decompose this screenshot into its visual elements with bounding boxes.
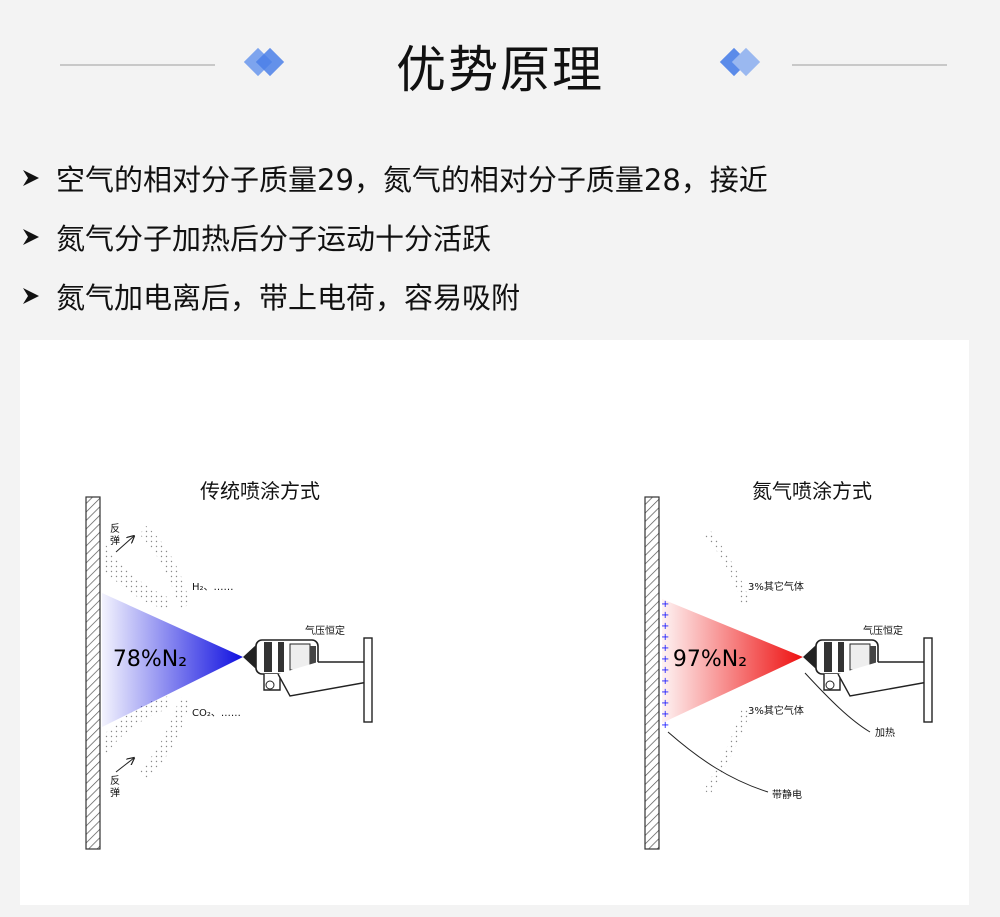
nitrogen-spray-diagram: 氮气喷涂方式 97%N₂ ++++++++++++ 3%其它气体 3%其它气体 <box>644 479 933 850</box>
right-overspray-bottom <box>704 708 750 795</box>
arrowhead-bullet-icon <box>23 228 39 245</box>
bullet-list: 空气的相对分子质量29，氮气的相对分子质量28，接近 氮气分子加热后分子运动十分… <box>20 148 768 325</box>
rebound-top-label-2: 弹 <box>110 534 120 547</box>
plus-charge-icon: + <box>661 665 669 676</box>
bullet-item: 空气的相对分子质量29，氮气的相对分子质量28，接近 <box>20 148 768 207</box>
right-wall <box>644 496 660 850</box>
header-left-line <box>60 64 215 66</box>
diamond-decoration-right <box>719 47 761 77</box>
bullet-item: 氮气分子加热后分子运动十分活跃 <box>20 207 768 266</box>
traditional-diagram-title: 传统喷涂方式 <box>200 479 320 503</box>
static-leader-line <box>667 731 769 793</box>
nitrogen-spray-gun-icon <box>803 637 933 723</box>
heating-leader-line <box>804 672 871 733</box>
static-charge-markers: ++++++++++++ <box>661 599 669 731</box>
static-charge-label: 带静电 <box>772 788 802 801</box>
right-overspray-top <box>704 530 750 606</box>
left-wall <box>85 496 101 850</box>
co2-gas-label: CO₂、…… <box>192 708 241 719</box>
bullet-text: 空气的相对分子质量29，氮气的相对分子质量28，接近 <box>56 162 768 197</box>
arrowhead-bullet-icon <box>23 169 39 186</box>
nitrogen-diagram-title: 氮气喷涂方式 <box>752 479 872 503</box>
left-overspray-bottom-outer <box>140 697 190 780</box>
red-spray-cone <box>662 599 803 723</box>
pressure-label-right: 气压恒定 <box>863 624 903 637</box>
plus-charge-icon: + <box>661 632 669 643</box>
spray-comparison-diagram: 传统喷涂方式 78%N₂ 反 弹 反 弹 H₂、…… CO₂、…… <box>85 479 933 850</box>
left-overspray-top-outer <box>140 525 190 608</box>
plus-charge-icon: + <box>661 720 669 731</box>
plus-charge-icon: + <box>661 709 669 720</box>
header-right-line <box>792 64 947 66</box>
plus-charge-icon: + <box>661 654 669 665</box>
nitrogen-spray-label: 97%N₂ <box>673 647 747 672</box>
pressure-label-left: 气压恒定 <box>305 624 345 637</box>
rebound-bottom-label: 反 <box>110 775 120 787</box>
arrowhead-bullet-icon <box>23 287 39 304</box>
bullet-item: 氮气加电离后，带上电荷，容易吸附 <box>20 266 768 325</box>
plus-charge-icon: + <box>661 643 669 654</box>
bullet-text: 氮气加电离后，带上电荷，容易吸附 <box>56 280 521 315</box>
left-overspray-bottom <box>103 696 170 760</box>
h2-gas-label: H₂、…… <box>192 582 234 593</box>
rebound-top-label: 反 <box>110 523 120 535</box>
left-overspray-top <box>103 540 170 610</box>
page-title: 优势原理 <box>396 41 604 99</box>
plus-charge-icon: + <box>661 610 669 621</box>
plus-charge-icon: + <box>661 621 669 632</box>
plus-charge-icon: + <box>661 676 669 687</box>
bullet-text: 氮气分子加热后分子运动十分活跃 <box>56 221 492 256</box>
diamond-decoration-left <box>243 47 285 77</box>
heating-label: 加热 <box>875 726 895 739</box>
plus-charge-icon: + <box>661 599 669 610</box>
other-gas-bottom-label: 3%其它气体 <box>748 704 804 717</box>
header: 优势原理 <box>0 0 1000 130</box>
plus-charge-icon: + <box>661 687 669 698</box>
other-gas-top-label: 3%其它气体 <box>748 580 804 593</box>
traditional-spray-diagram: 传统喷涂方式 78%N₂ 反 弹 反 弹 H₂、…… CO₂、…… <box>85 479 373 850</box>
diagram-panel: 传统喷涂方式 78%N₂ 反 弹 反 弹 H₂、…… CO₂、…… <box>20 340 969 905</box>
blue-spray-cone <box>102 593 243 727</box>
rebound-bottom-label-2: 弹 <box>110 786 120 799</box>
plus-charge-icon: + <box>661 698 669 709</box>
traditional-spray-label: 78%N₂ <box>113 647 187 672</box>
traditional-spray-gun-icon <box>243 637 373 723</box>
